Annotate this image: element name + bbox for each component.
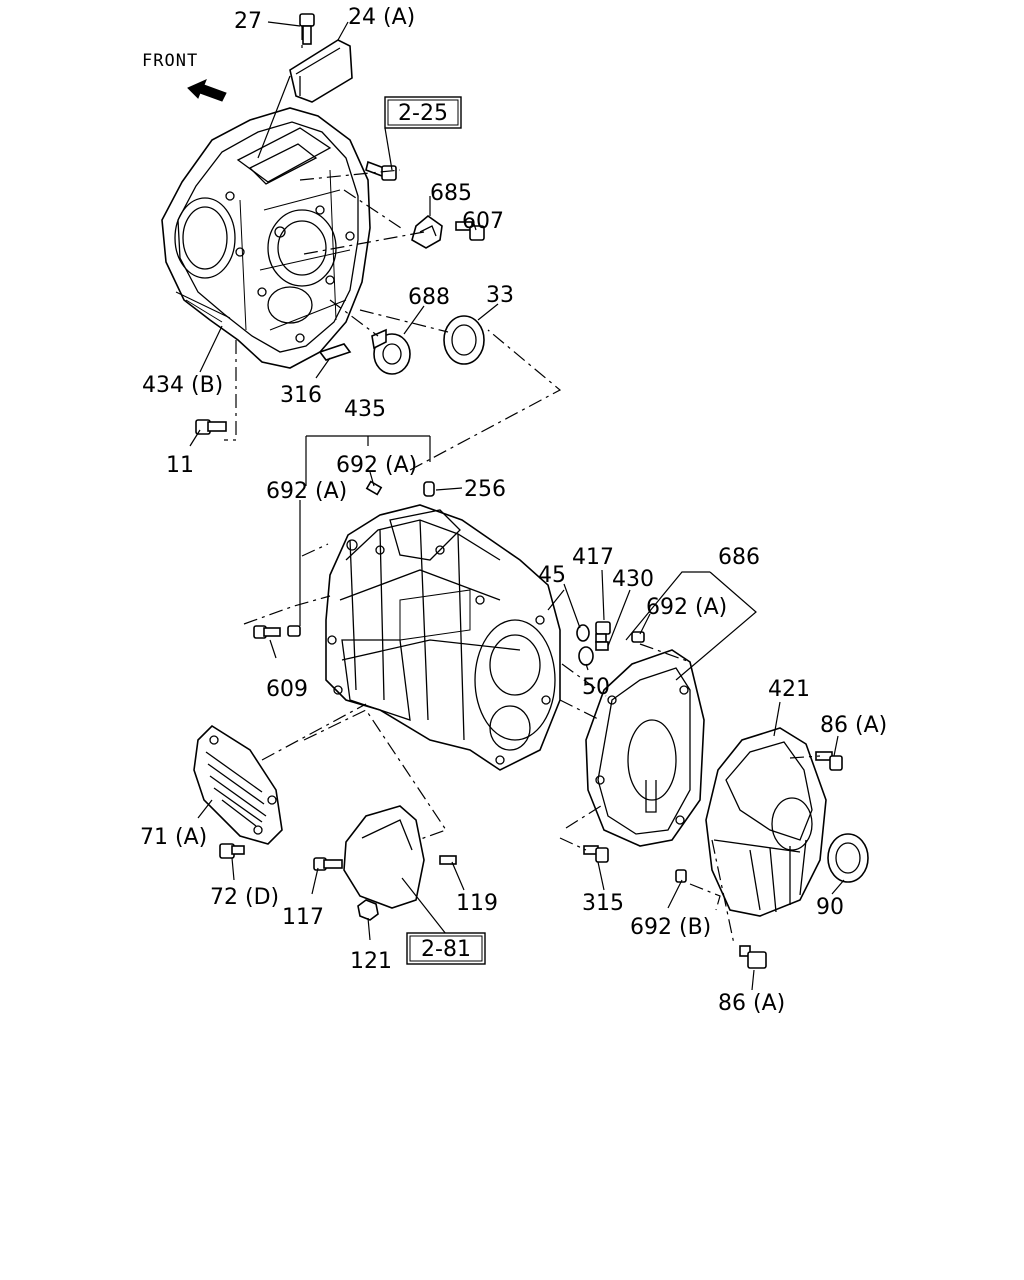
seal-688 [371,328,411,375]
nut-121 [357,899,379,921]
extension-housing-686 [585,649,705,847]
part-label: 121 [350,949,392,974]
front-label: FRONT [142,51,198,71]
part-label: 86 (A) [718,991,785,1016]
part-label: 27 [234,9,262,34]
ref-box-2-81-label: 2-81 [421,937,471,962]
part-label: 685 [430,181,472,206]
part-label: 119 [456,891,498,916]
bolt-86a-bottom [739,945,767,969]
part-label: 72 (D) [210,885,279,910]
part-label: 434 (B) [142,373,223,398]
front-indicator: FRONT [142,51,227,102]
part-label: 692 (A) [266,479,347,504]
front-arrow-icon [187,79,227,102]
plug-256 [423,481,435,497]
bolt-607 [455,221,485,241]
leader-lines [189,21,845,991]
part-label: 11 [166,453,194,478]
plug-417 [595,621,611,643]
washer-430 [595,641,609,651]
ref-box-2-81[interactable]: 2-81 [406,932,486,965]
alignment-lines [224,26,821,945]
stud-119 [439,855,457,865]
oil-seal-90 [827,833,869,883]
bolt-86a-top [815,751,843,771]
part-label: 45 [538,563,566,588]
part-label: 315 [582,891,624,916]
ref-box-2-25-label: 2-25 [398,101,448,126]
part-label: 435 [344,397,386,422]
part-label: 692 (B) [630,915,711,940]
part-label: 24 (A) [348,5,415,30]
part-label: 692 (A) [646,595,727,620]
bolt-11 [195,419,227,435]
bolt-315 [583,845,609,863]
pin-692b [675,869,687,883]
bolt-117 [313,857,343,871]
transmission-case [325,504,561,771]
ref-box-2-25[interactable]: 2-25 [384,96,462,129]
seal-33 [443,315,485,365]
bolt-72d [219,843,245,859]
cover-24a [289,39,353,103]
part-label: 117 [282,905,324,930]
pto-cover [343,805,425,909]
part-label: 417 [572,545,614,570]
pin-692a-right [631,631,645,643]
part-label: 430 [612,567,654,592]
part-label: 50 [582,675,610,700]
part-label: 686 [718,545,760,570]
o-ring-45 [576,624,590,642]
part-label: 609 [266,677,308,702]
part-label: 692 (A) [336,453,417,478]
pin-692a-left [287,625,301,637]
bracket-685 [411,214,443,249]
plate-316 [318,343,352,361]
pin-692a-top [365,480,383,496]
part-label: 688 [408,285,450,310]
bolt-609 [253,625,281,639]
clutch-housing [161,107,371,369]
part-labels: 27 24 (A) 685 607 688 33 434 (B) 316 11 … [140,5,887,1016]
o-ring-50 [578,646,594,666]
part-label: 316 [280,383,322,408]
side-cover-71a [193,724,283,845]
part-label: 86 (A) [820,713,887,738]
part-label: 421 [768,677,810,702]
part-label: 607 [462,209,504,234]
part-label: 71 (A) [140,825,207,850]
rear-cover-421 [705,727,827,917]
part-label: 33 [486,283,514,308]
part-label: 90 [816,895,844,920]
bolt-27 [299,13,315,45]
part-label: 256 [464,477,506,502]
